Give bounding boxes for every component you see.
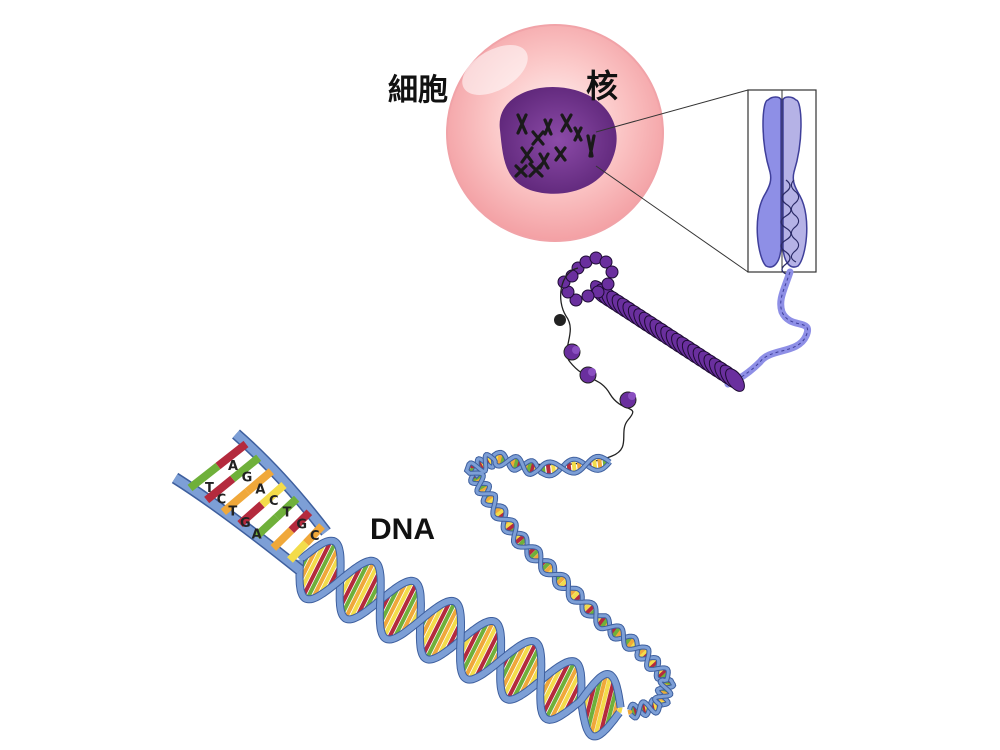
base-letter-right: C (269, 494, 279, 509)
base-letter-left: C (217, 493, 227, 508)
thin-dna-helix (463, 449, 677, 721)
base-letter-right: G (242, 471, 253, 486)
base-letter-left: A (252, 528, 262, 543)
base-letter-right: A (255, 482, 265, 497)
dna-label: DNA (370, 513, 435, 546)
chromosome-panel (747, 89, 817, 275)
chromosome-left-arm (756, 96, 782, 268)
cell-label: 細胞 (388, 73, 448, 108)
base-letter-right: A (228, 459, 238, 474)
base-letter-left: G (240, 516, 251, 531)
nucleosome-clusters (554, 314, 637, 409)
chromosome-right-arm (782, 96, 808, 268)
zoom-lines (595, 89, 749, 273)
base-letter-left: T (228, 504, 237, 519)
nucleus-label: 核 (586, 67, 619, 105)
base-letter-right: G (296, 517, 307, 532)
base-letter-left: T (205, 481, 214, 496)
nucleus (499, 86, 617, 194)
cell-highlight (462, 45, 528, 95)
solenoid-fiber (590, 280, 745, 392)
main-dna-helix (295, 536, 625, 741)
base-letter-right: T (283, 506, 292, 521)
base-letter-right: C (310, 529, 320, 544)
nucleus-chromosomes (514, 113, 596, 178)
chromatin-supercoil (724, 268, 812, 388)
cell (446, 24, 664, 242)
